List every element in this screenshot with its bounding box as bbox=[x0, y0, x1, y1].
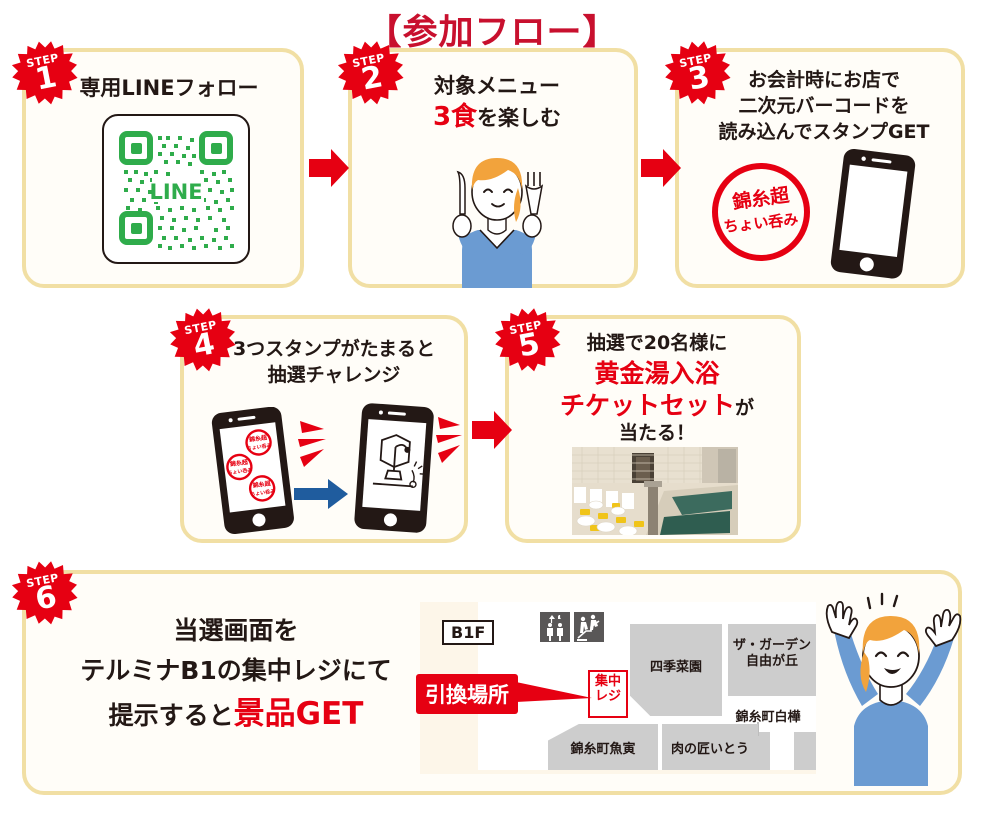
shop-block-2b bbox=[794, 732, 816, 770]
floor-label: B1F bbox=[442, 620, 495, 645]
shop-label-1: ザ・ガーデン 自由が丘 bbox=[726, 638, 818, 671]
svg-text:錦糸超: 錦糸超 bbox=[249, 433, 269, 443]
step-badge-5: STEP 5 bbox=[489, 301, 566, 378]
step-badge-6: STEP 6 bbox=[6, 554, 83, 631]
arrow-right-icon-1 bbox=[307, 146, 351, 194]
callout-label: 引換場所 bbox=[416, 674, 518, 714]
svg-text:ちょい呑み: ちょい呑み bbox=[250, 488, 276, 498]
step-card-1: 専用LINEフォロー bbox=[11, 41, 304, 288]
arrow-right-icon-blue bbox=[294, 479, 348, 509]
smartphone-icon bbox=[830, 148, 916, 279]
step3-heading-line2: 二次元バーコードを bbox=[738, 95, 910, 117]
step3-heading-line3: 読み込んでスタンプGET bbox=[718, 121, 930, 143]
step5-heading-line3: チケットセットが bbox=[519, 389, 795, 423]
step6-heading-line1: 当選画面を bbox=[173, 616, 299, 645]
shop-label-2: 錦糸町白樺 bbox=[735, 710, 801, 725]
register-label-line1: 集中 bbox=[594, 674, 621, 689]
qr-center-label: LINE bbox=[149, 180, 203, 204]
step6-heading-line3-black: 提示すると bbox=[108, 701, 234, 730]
step1-heading: 専用LINEフォロー bbox=[79, 76, 259, 100]
arrow-right-icon-3 bbox=[470, 408, 514, 456]
shop-block-4 bbox=[662, 724, 758, 770]
step2-heading-rest: を楽しむ bbox=[477, 106, 562, 130]
shop-label-0: 四季菜園 bbox=[649, 660, 702, 675]
cheering-woman bbox=[825, 592, 962, 786]
line-qr-code[interactable]: LINE bbox=[102, 114, 250, 264]
shop-divider bbox=[757, 722, 759, 736]
excitement-lines-icon-left bbox=[298, 421, 326, 467]
step-card-3: お会計時にお店で 二次元バーコードを 読み込んでスタンプGET 錦糸超 ちょい呑… bbox=[664, 41, 965, 288]
step5-heading-line1: 抽選で20名様に bbox=[586, 332, 728, 354]
elevator-icon bbox=[540, 612, 570, 642]
step3-heading-line1: お会計時にお店で bbox=[747, 69, 900, 91]
shop-label-4: 肉の匠いとう bbox=[670, 742, 749, 757]
shop-label-3: 錦糸町魚寅 bbox=[570, 742, 636, 757]
svg-text:錦糸超: 錦糸超 bbox=[229, 458, 249, 468]
step-badge-1: STEP 1 bbox=[6, 34, 83, 111]
svg-text:錦糸超: 錦糸超 bbox=[252, 479, 272, 489]
svg-text:ちょい呑み: ちょい呑み bbox=[227, 466, 253, 476]
step5-heading-line3-rest: が bbox=[735, 397, 755, 419]
step4-heading-line1: 3つスタンプがたまると bbox=[232, 338, 436, 360]
step-card-2: 対象メニュー 3食を楽しむ bbox=[337, 41, 638, 288]
shop-label-1-text: ザ・ガーデン 自由が丘 bbox=[732, 638, 811, 670]
step-badge-2: STEP 2 bbox=[332, 34, 409, 111]
shop-block-1 bbox=[728, 624, 816, 696]
step5-heading-line2: 黄金湯入浴 bbox=[594, 359, 720, 388]
step2-heading-line2: 3食を楽しむ bbox=[366, 100, 628, 135]
step5-heading-line4: 当たる！ bbox=[618, 422, 695, 444]
step6-heading-line3: 提示すると景品GET bbox=[56, 694, 416, 736]
floor-map: B1F bbox=[416, 602, 818, 774]
register-label-line2: レジ bbox=[594, 688, 621, 704]
step-card-5: 抽選で20名様に 黄金湯入浴 チケットセットが 当たる！ bbox=[494, 308, 801, 543]
step-badge-4: STEP 4 bbox=[164, 301, 241, 378]
woman-with-fork-and-knife bbox=[452, 158, 544, 288]
step6-heading-line3-red: 景品GET bbox=[233, 696, 364, 732]
register-marker[interactable]: 集中 レジ bbox=[588, 670, 628, 718]
callout-pointer bbox=[516, 682, 592, 702]
svg-text:ちょい呑み: ちょい呑み bbox=[246, 442, 272, 452]
smartphone-with-stamps-icon: 錦糸超 ちょい呑み 錦糸超 ちょい呑み 錦糸超 ちょい呑み bbox=[211, 407, 294, 535]
step2-heading-red: 3食 bbox=[432, 102, 478, 132]
step4-heading-line2: 抽選チャレンジ bbox=[267, 364, 401, 386]
public-bath-photo bbox=[572, 447, 738, 535]
step2-heading-line1: 対象メニュー bbox=[434, 74, 560, 98]
shop-block-3 bbox=[548, 724, 658, 770]
step-card-4: 3つスタンプがたまると 抽選チャレンジ 錦糸超 ちょい呑み 錦糸超 ちょい呑み … bbox=[169, 308, 468, 543]
step-card-6: 当選画面を テルミナB1の集中レジにて 提示すると景品GET B1F bbox=[11, 561, 962, 795]
escalator-icon bbox=[574, 612, 604, 642]
excitement-lines-icon-right bbox=[436, 417, 462, 463]
step5-heading-line3-red: チケットセット bbox=[559, 391, 735, 420]
step6-heading-line2: テルミナB1の集中レジにて bbox=[80, 656, 392, 685]
step-badge-3: STEP 3 bbox=[659, 34, 736, 111]
page-title: 【参加フロー】 bbox=[366, 13, 619, 53]
campaign-stamp-icon: 錦糸超 ちょい呑み bbox=[709, 160, 813, 264]
smartphone-lottery-icon bbox=[354, 403, 434, 533]
shop-block-0 bbox=[630, 624, 722, 716]
arrow-right-icon-2 bbox=[639, 146, 683, 194]
